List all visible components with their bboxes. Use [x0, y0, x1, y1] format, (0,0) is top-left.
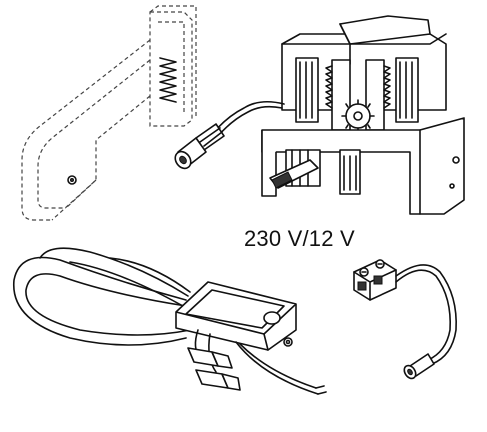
actuator-unit [174, 15, 465, 215]
voltage-label: 230 V/12 V [244, 226, 355, 251]
terminal-block-cable [353, 259, 457, 380]
power-supply-module [13, 247, 327, 395]
dashed-bracket-outline [21, 5, 197, 221]
spring-coil [159, 57, 177, 103]
